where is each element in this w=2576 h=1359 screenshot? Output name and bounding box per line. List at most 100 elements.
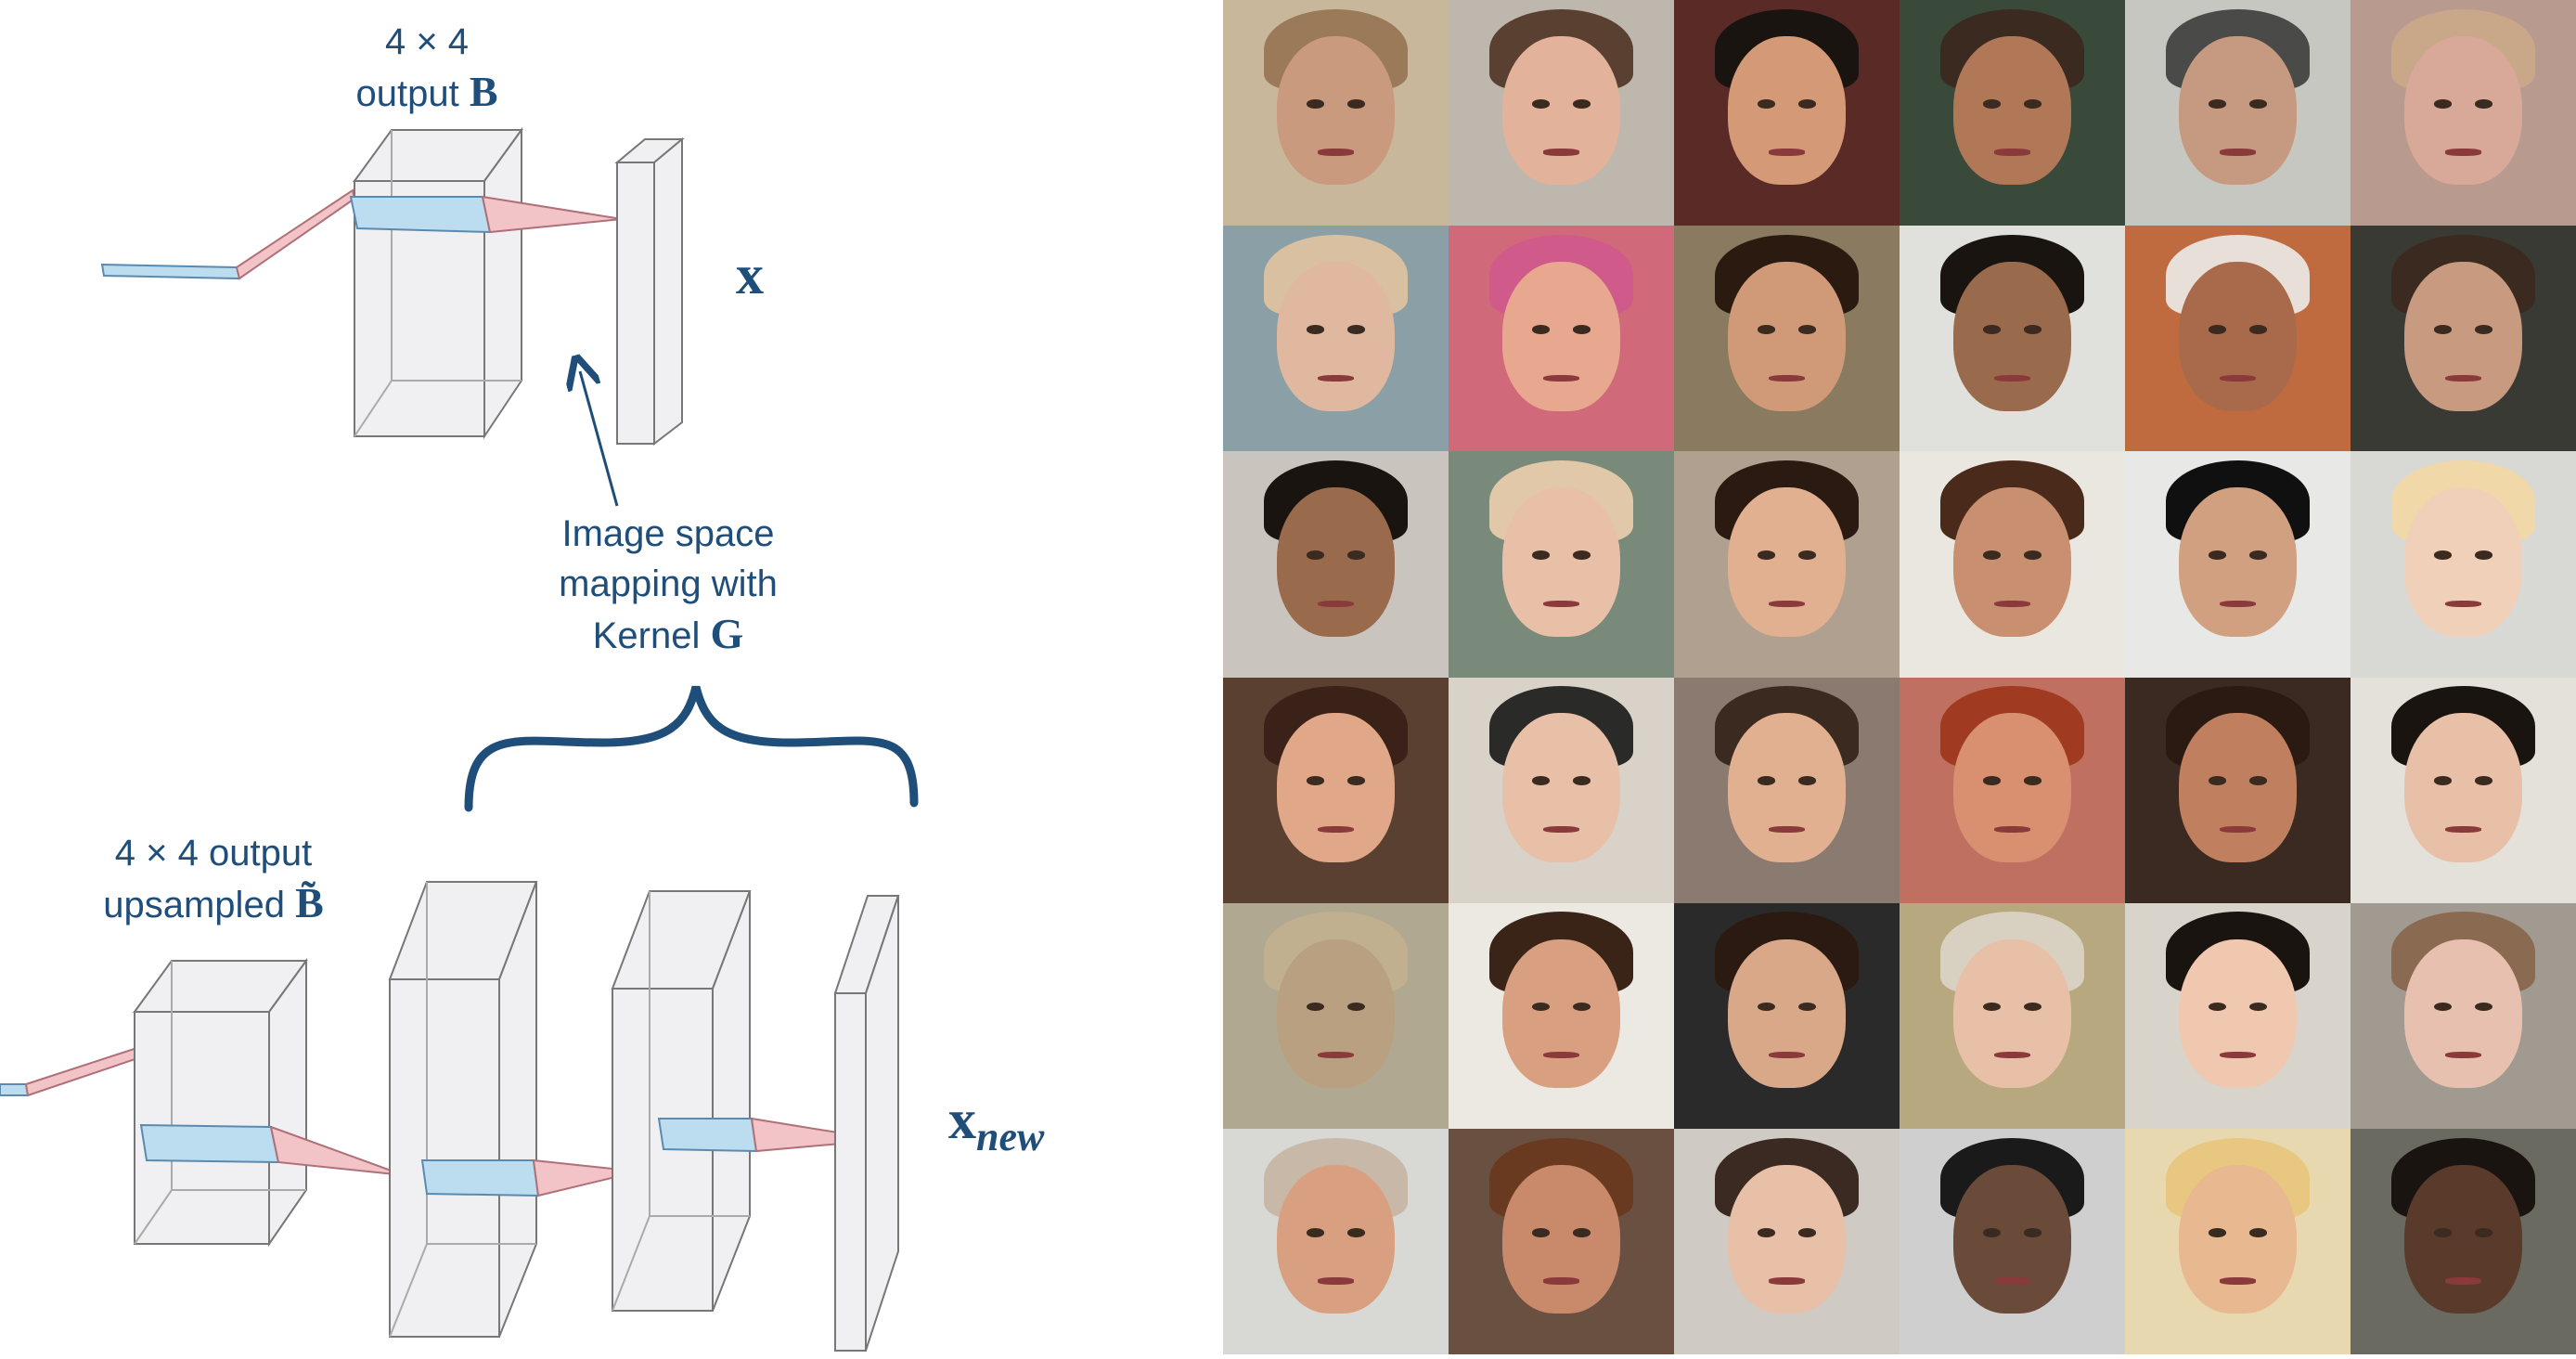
face-eye	[2023, 1002, 2042, 1012]
face-skin	[1277, 1164, 1395, 1314]
face-eye	[2433, 325, 2453, 334]
face-mouth	[1994, 1052, 2030, 1059]
face-mouth	[1543, 374, 1579, 382]
face-skin	[1277, 713, 1395, 862]
face-eye	[2208, 776, 2227, 786]
face-mouth	[2220, 1052, 2256, 1059]
face-eye	[1531, 98, 1551, 109]
mapping-label-line3: Kernel	[592, 615, 701, 656]
face-mouth	[1769, 1052, 1805, 1059]
face-eye	[1572, 550, 1591, 561]
bottom-block-label-line2: upsampled	[103, 885, 285, 925]
face-mouth	[1543, 1052, 1579, 1059]
face-skin	[2404, 487, 2522, 637]
mapping-label-line2: mapping with	[559, 563, 778, 604]
face-image	[1674, 677, 1900, 903]
face-skin	[1277, 487, 1395, 637]
top-block-label-line1: 4 × 4	[384, 21, 470, 62]
face-eye	[1982, 776, 2002, 786]
face-skin	[1277, 938, 1395, 1089]
face-eye	[2474, 550, 2493, 561]
face-image	[1674, 226, 1900, 452]
kernel-symbol: G	[710, 610, 744, 657]
bottom-upsampled-block	[133, 957, 308, 1248]
face-eye	[1572, 325, 1591, 334]
face-image	[2351, 226, 2576, 452]
face-image	[1900, 902, 2125, 1129]
face-image	[1674, 451, 1900, 678]
face-mouth	[1769, 825, 1805, 834]
top-block-label: 4 × 4 output B	[334, 17, 520, 119]
face-eye	[1982, 1002, 2002, 1012]
face-skin	[2179, 713, 2297, 862]
face-eye	[2474, 1002, 2493, 1012]
face-image	[1674, 1128, 1900, 1354]
face-eye	[1797, 1002, 1817, 1012]
bottom-network	[0, 881, 900, 1352]
upsampled-symbol: B̃	[295, 879, 324, 926]
face-eye	[2208, 98, 2227, 109]
face-skin	[2179, 1164, 2297, 1314]
face-skin	[1728, 1164, 1846, 1314]
face-eye	[1757, 550, 1776, 561]
face-image	[2351, 451, 2576, 678]
face-eye	[2023, 325, 2042, 334]
face-image	[1449, 1128, 1674, 1354]
bottom-block-label: 4 × 4 output upsampled B̃	[56, 828, 371, 930]
face-eye	[1531, 1227, 1551, 1237]
face-mouth	[1543, 149, 1579, 156]
face-eye	[1306, 1002, 1325, 1012]
face-mouth	[1994, 825, 2030, 834]
face-eye	[1346, 1227, 1366, 1237]
face-eye	[1797, 776, 1817, 786]
xnew-base: x	[948, 1089, 976, 1150]
face-image	[2351, 677, 2576, 903]
face-image	[2125, 902, 2351, 1129]
face-image	[1900, 677, 2125, 903]
face-image	[2125, 1128, 2351, 1354]
face-eye	[2433, 1002, 2453, 1012]
bottom-input-bar	[0, 1083, 30, 1096]
face-eye	[1797, 98, 1817, 109]
face-skin	[1502, 35, 1620, 186]
bottom-cone-3	[750, 1117, 884, 1153]
face-eye	[2474, 1227, 2493, 1237]
face-image	[1900, 226, 2125, 452]
face-eye	[1982, 1227, 2002, 1237]
face-mouth	[1318, 374, 1354, 382]
face-skin	[2404, 35, 2522, 186]
face-skin	[1277, 262, 1395, 411]
face-skin	[1953, 713, 2071, 862]
face-mouth	[1769, 600, 1805, 608]
top-feature-slab	[349, 196, 492, 234]
face-eye	[1306, 550, 1325, 561]
face-eye	[1531, 325, 1551, 334]
face-image	[1223, 677, 1449, 903]
face-skin	[1953, 487, 2071, 637]
face-mouth	[2445, 600, 2481, 608]
face-eye	[1757, 1227, 1776, 1237]
face-eye	[2248, 98, 2268, 109]
face-mouth	[1318, 1052, 1354, 1059]
face-image	[2125, 226, 2351, 452]
mapping-arrow	[580, 371, 619, 507]
face-image	[2125, 677, 2351, 903]
face-skin	[1728, 487, 1846, 637]
bottom-output-slab	[833, 895, 900, 1352]
face-skin	[1502, 487, 1620, 637]
face-skin	[2179, 487, 2297, 637]
face-mouth	[1994, 600, 2030, 608]
face-eye	[1982, 550, 2002, 561]
face-eye	[1797, 1227, 1817, 1237]
bottom-feature-slab-3	[657, 1118, 758, 1153]
face-eye	[1757, 776, 1776, 786]
mapping-label-line1: Image space	[561, 513, 775, 554]
face-eye	[2248, 550, 2268, 561]
face-eye	[2023, 98, 2042, 109]
face-skin	[1502, 713, 1620, 862]
face-eye	[1306, 98, 1325, 109]
face-mouth	[1769, 149, 1805, 156]
face-image	[1449, 677, 1674, 903]
face-image	[1223, 1128, 1449, 1354]
bottom-feature-slab-1	[139, 1123, 280, 1164]
